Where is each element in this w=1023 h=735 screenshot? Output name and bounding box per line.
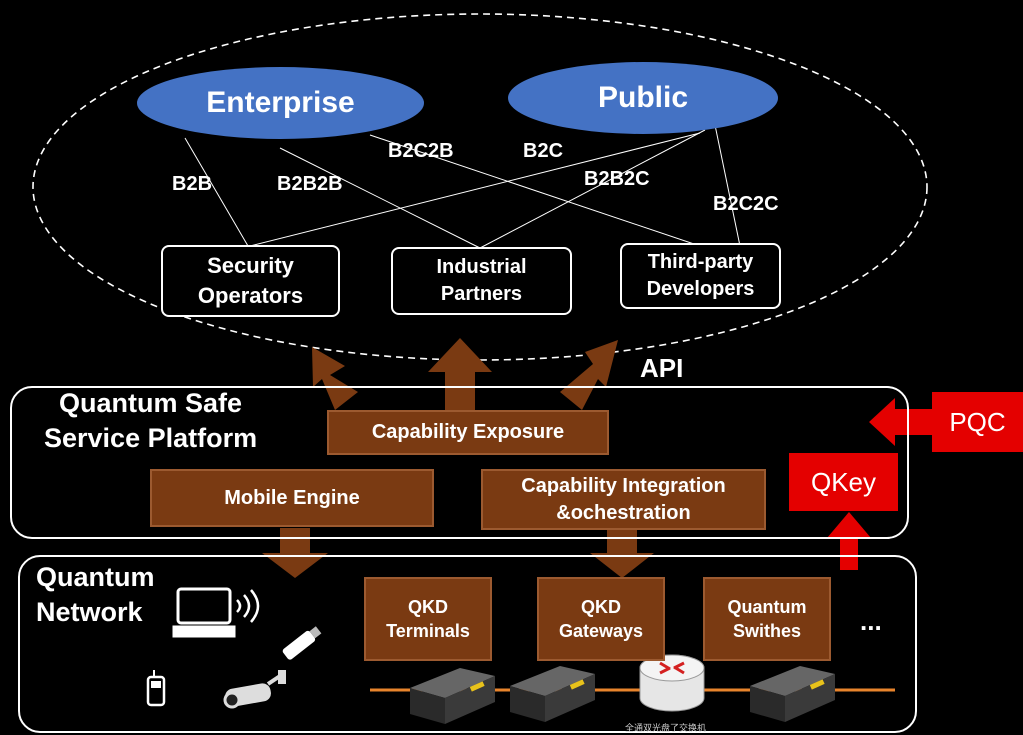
mobile-engine-down-arrow [262, 528, 328, 578]
api-label: API [640, 353, 684, 383]
server-device-icon-1 [410, 668, 495, 724]
quantum-network-panel [18, 555, 917, 733]
qkd-terminals-box: QKD Terminals [364, 577, 492, 661]
quantum-switches-box: Quantum Swithes [703, 577, 831, 661]
service-platform-panel [10, 386, 909, 539]
relation-b2c: B2C [523, 140, 564, 162]
capability-integration-box: Capability Integration &ochestration [481, 469, 766, 530]
pqc-box: PQC [932, 392, 1023, 452]
relation-b2b2b: B2B2B [277, 173, 343, 195]
relation-lines [184, 124, 741, 249]
relation-b2c2b: B2C2B [388, 140, 454, 162]
platform-title: Quantum Safe Service Platform [44, 388, 258, 454]
router-icon [639, 654, 705, 712]
enterprise-label: Enterprise [206, 86, 355, 119]
server-device-icon-2 [510, 666, 595, 722]
relation-b2b: B2B [172, 173, 213, 195]
api-arrow-right [560, 340, 618, 410]
api-arrow-middle [428, 338, 492, 410]
mobile-engine-box: Mobile Engine [150, 469, 434, 527]
industrial-partners-box: Industrial Partners [391, 247, 572, 315]
computer-icon [172, 587, 260, 638]
security-operators-box: Security Operators [161, 245, 340, 317]
api-arrows [312, 338, 618, 410]
usb-dongle-icon [282, 626, 322, 660]
phone-icon [146, 670, 166, 707]
camera-icon [223, 670, 286, 709]
network-title: Quantum Network [36, 562, 155, 628]
qkd-gateways-box: QKD Gateways [537, 577, 665, 661]
relation-b2c2c: B2C2C [713, 193, 779, 215]
device-caption: 全通双光盘了交换机 [625, 723, 707, 733]
third-party-developers-box: Third-party Developers [620, 243, 781, 309]
relation-b2b2c: B2B2C [584, 168, 650, 190]
public-ellipse: Public [508, 62, 778, 134]
ellipsis-label: ... [860, 606, 882, 636]
pqc-arrow [869, 398, 932, 446]
api-arrow-left [312, 347, 358, 410]
qkey-box: QKey [789, 453, 898, 511]
qkey-up-arrow [827, 512, 871, 570]
integration-down-arrow [590, 530, 654, 578]
enterprise-ellipse: Enterprise [137, 67, 424, 139]
public-label: Public [597, 81, 688, 114]
server-device-icon-3 [750, 666, 835, 722]
capability-exposure-box: Capability Exposure [327, 410, 609, 455]
